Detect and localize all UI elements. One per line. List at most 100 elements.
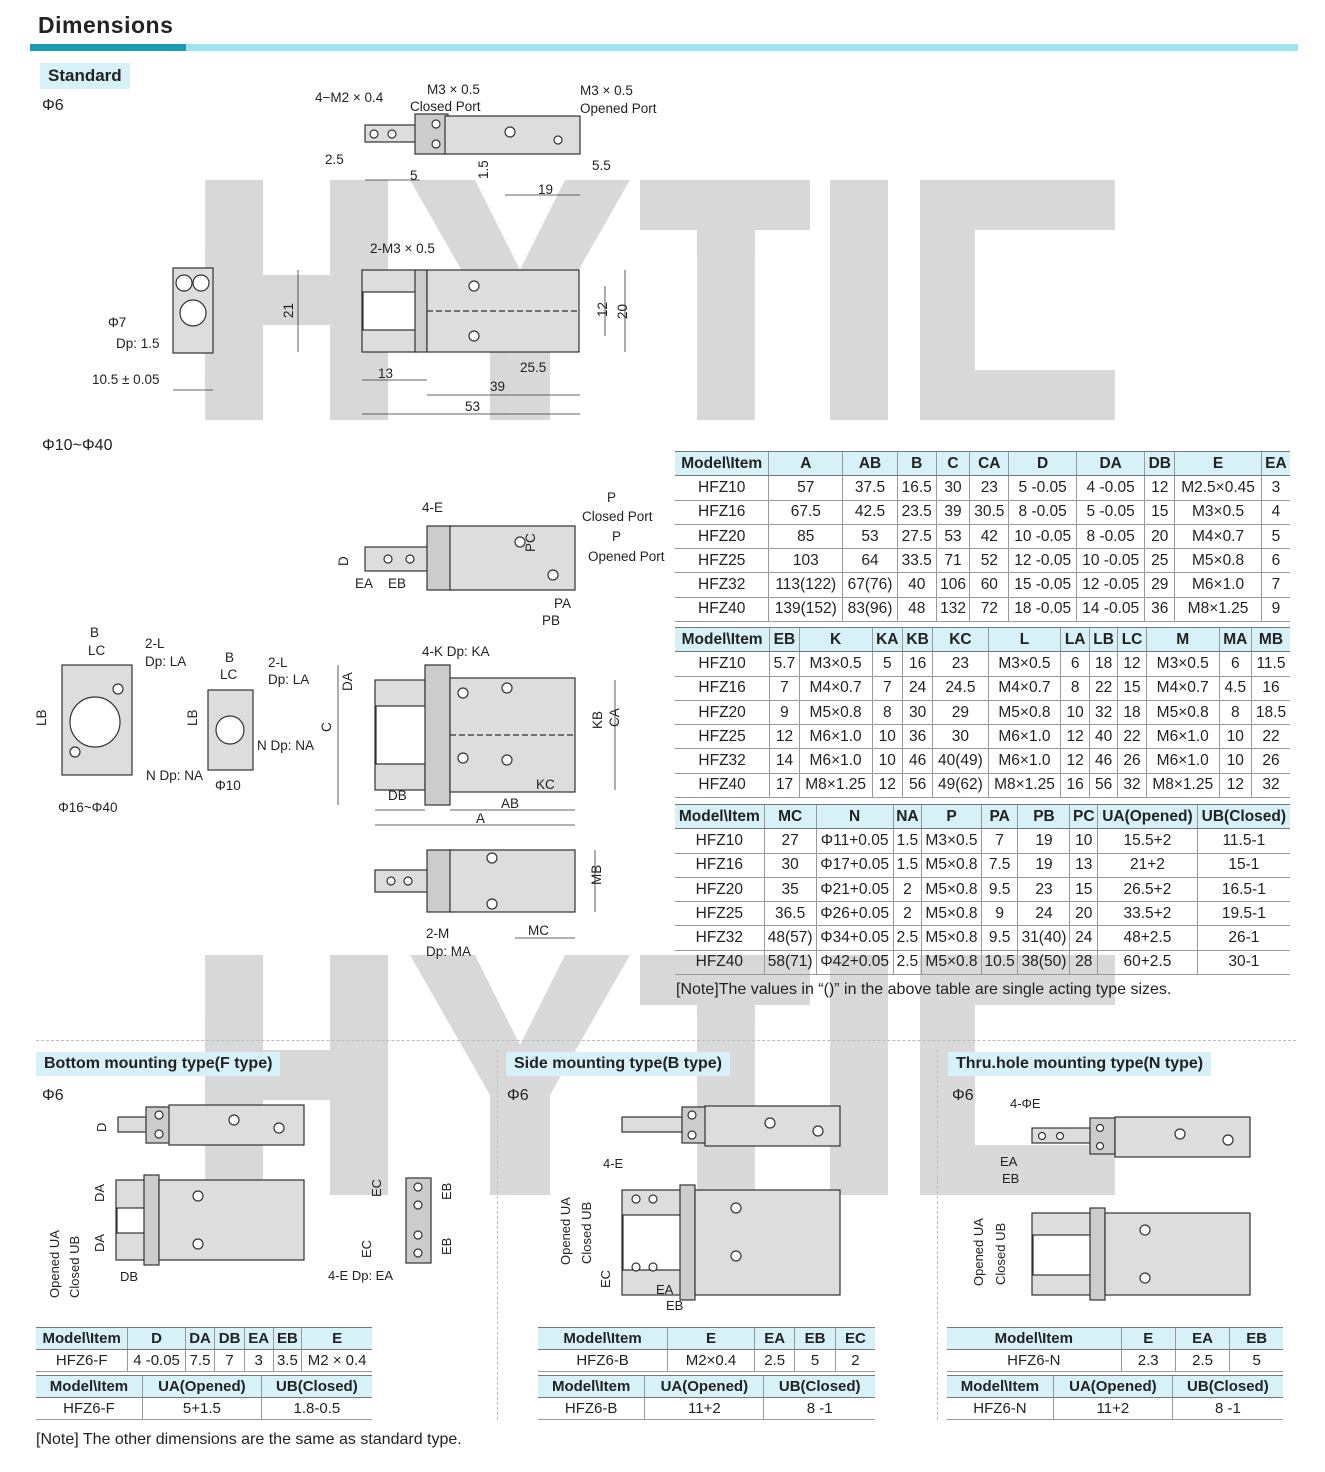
table-row: HFZ6-B M2×0.4 2.5 5 2 [538,1349,875,1372]
svg-text:2-L: 2-L [145,636,165,651]
table-cell: 7 [1260,572,1290,598]
table-cell: HFZ6-F [36,1349,128,1372]
svg-text:4−M2 × 0.4: 4−M2 × 0.4 [315,90,384,105]
table-cell: 106 [935,572,970,598]
table-cell: 7 [769,676,800,701]
table-cell: M5×0.8 [921,925,982,951]
svg-text:21: 21 [281,303,296,318]
table-header-cell: L [987,626,1061,653]
table-cell: M3×0.5 [1174,500,1262,525]
svg-text:25.5: 25.5 [520,360,546,375]
table-cell: 15 -0.05 [1008,572,1077,598]
table-cell: 19 [1017,828,1070,854]
table-header-cell: UA(Opened) [141,1375,262,1398]
table-cell: M5×0.8 [921,901,982,927]
table-header-cell: UA(Opened) [644,1375,764,1398]
table-header-cell: AB [842,450,898,477]
svg-text:Closed UB: Closed UB [67,1236,82,1298]
table-cell: 30 [932,724,989,750]
table-cell: 49(62) [932,773,989,799]
table-header-cell: B [896,450,937,477]
table-cell: M6×1.0 [1145,748,1220,774]
table-cell: Φ11+0.05 [815,828,894,854]
table-row: HFZ6-N 11+2 8 -1 [947,1397,1283,1420]
svg-text:2-L: 2-L [268,655,288,670]
svg-text:EB: EB [439,1183,454,1200]
table-cell: 2 [892,877,922,903]
svg-text:39: 39 [490,379,505,394]
svg-text:Opened UA: Opened UA [47,1230,62,1298]
table-cell: 26-1 [1196,925,1290,951]
table-header-cell: PC [1069,803,1098,830]
table-cell: M3×0.5 [1145,651,1220,677]
table-cell: 12 [1060,748,1090,774]
table-cell: 39 [935,500,970,525]
table-cell: 32 [1088,700,1118,726]
table-cell: 7.5 [184,1349,215,1372]
table-header-cell: UA(Opened) [1052,1375,1173,1398]
table-header-cell: PB [1017,803,1070,830]
table-cell: 58(71) [763,950,817,976]
table-cell: 1.8-0.5 [260,1397,372,1420]
table-cell: 26 [1117,748,1147,774]
section-standard-label: Standard [40,63,130,89]
table-cell: 3 [1260,475,1290,501]
bottom-phi-label: Φ6 [42,1087,64,1104]
table-cell: 30.5 [969,500,1009,525]
table-cell: 28 [1069,950,1098,976]
table-header-cell: C [935,450,970,477]
svg-text:Dp: MA: Dp: MA [426,944,471,959]
side-table-1: Model\Item E EA EB EC HFZ6-B M2×0.4 2.5 … [538,1327,875,1372]
svg-text:N Dp: NA: N Dp: NA [146,768,203,783]
table-cell: 30 [901,700,933,726]
table-cell: M5×0.8 [921,877,982,903]
table-cell: HFZ6-B [538,1397,645,1420]
table-header-cell: PA [980,803,1018,830]
svg-text:Opened Port: Opened Port [588,549,665,564]
svg-text:LB: LB [34,709,49,726]
table-header-row: Model\Item A AB B C CA D DA DB E EA [675,450,1290,477]
table-cell: M5×0.8 [921,853,982,878]
table-cell: 16 [1060,773,1090,799]
table-cell: 5+1.5 [141,1397,262,1420]
table-cell: Φ21+0.05 [815,877,894,903]
bottom-mounting-drawing: D DA DA Opened UA Closed UB DB EC EC EB … [47,1104,454,1298]
table-cell: 9 [980,901,1018,927]
svg-text:D: D [336,556,351,566]
spec-table-3: Model\Item MC N NA P PA PB PC UA(Opened)… [675,803,1290,976]
table-cell: Φ42+0.05 [815,950,894,976]
table-cell: 7 [980,828,1018,854]
table-header-cell: EB [272,1327,302,1350]
table-row: HFZ6-B 11+2 8 -1 [538,1397,875,1420]
svg-text:DA: DA [92,1184,107,1202]
svg-text:4-E: 4-E [422,500,443,515]
svg-text:Opened UA: Opened UA [558,1197,573,1265]
table-cell: 24 [1017,901,1070,927]
svg-text:Closed UB: Closed UB [993,1223,1008,1285]
svg-text:Closed Port: Closed Port [582,509,653,524]
table-cell: 2.3 [1120,1349,1176,1372]
svg-text:KC: KC [536,777,555,792]
table-cell: 10 -0.05 [1008,524,1077,550]
table-cell: 33.5 [896,548,937,574]
table-cell: M8×1.25 [1145,773,1220,799]
phi10-40-label: Φ10~Φ40 [42,437,113,454]
table-cell: 10.5 [980,950,1018,976]
svg-text:4-ΦE: 4-ΦE [1010,1096,1041,1111]
table-cell: 11.5 [1250,651,1290,677]
table-cell: 20 [1144,524,1175,550]
table-cell: 6 [1060,651,1090,677]
table-cell: M4×0.7 [987,676,1061,701]
table-header-cell: Model\Item [675,803,765,830]
table-header-row: Model\Item E EA EB EC [538,1327,875,1350]
table-cell: M4×0.7 [798,676,873,701]
table-cell: HFZ25 [675,901,765,927]
table-header-row: Model\Item D DA DB EA EB E [36,1327,372,1350]
table-cell: 10 [871,748,903,774]
phi6-label: Φ6 [42,97,64,114]
table-cell: 48+2.5 [1097,925,1198,951]
table-cell: HFZ10 [675,475,769,501]
